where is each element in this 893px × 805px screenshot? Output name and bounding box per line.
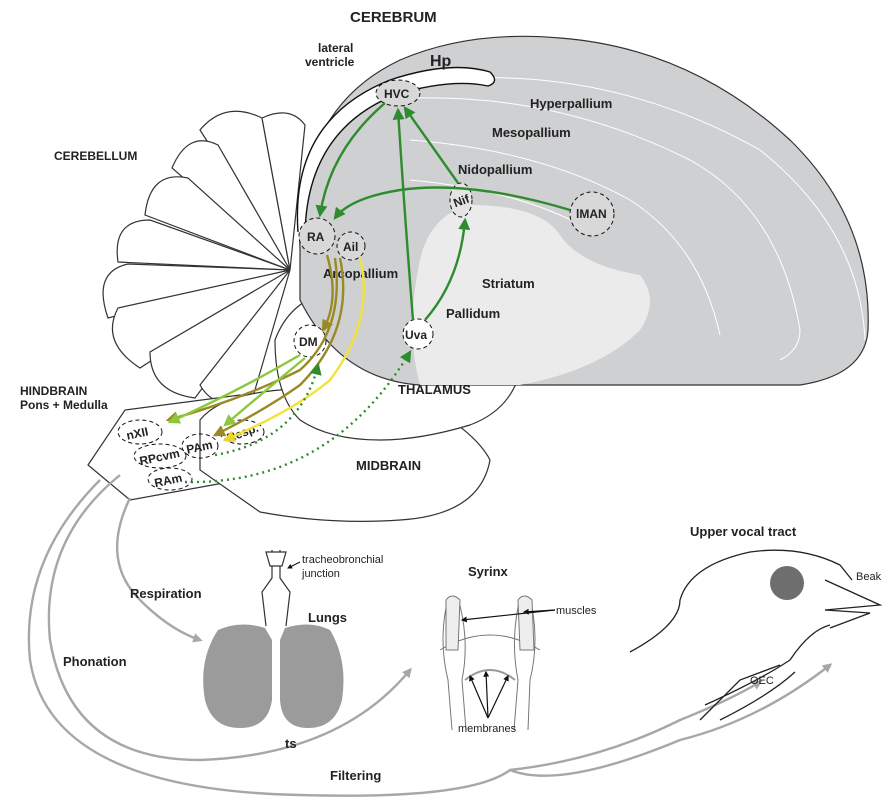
bird-head [630, 550, 880, 720]
ra-label: RA [307, 230, 325, 244]
lman-label: lMAN [576, 207, 607, 221]
tracheo-pointer [288, 562, 300, 568]
left-lung [203, 624, 272, 728]
dm-label: DM [299, 335, 318, 349]
tracheobronchial-label: tracheobronchial [302, 554, 383, 566]
phonation-label: Phonation [63, 654, 127, 669]
respiration-label: Respiration [130, 586, 202, 601]
membranes-pointer-mid [486, 672, 488, 718]
membranes-label: membranes [458, 723, 517, 735]
cerebrum-title: CEREBRUM [350, 9, 437, 26]
thalamus-label: THALAMUS [398, 382, 471, 397]
membranes-pointer-right [488, 676, 508, 718]
hyperpallium-label: Hyperpallium [530, 96, 612, 111]
filtering-label: Filtering [330, 768, 381, 783]
oec-label: OEC [750, 675, 774, 687]
midbrain-label: MIDBRAIN [356, 458, 421, 473]
respiration-arrow [117, 498, 200, 640]
upper-vocal-tract-label: Upper vocal tract [690, 524, 797, 539]
tracheobronchial-junction [266, 552, 286, 566]
mesopallium-label: Mesopallium [492, 125, 571, 140]
beak-label: Beak [856, 571, 882, 583]
ail-label: Ail [343, 240, 358, 254]
junction-label: junction [301, 568, 340, 580]
hindbrain-label: HINDBRAIN [20, 384, 87, 398]
lungs-label: Lungs [308, 610, 347, 625]
arcopallium-label: Arcopallium [323, 266, 398, 281]
striatum-label: Striatum [482, 276, 535, 291]
hvc-label: HVC [384, 87, 410, 101]
nidopallium-label: Nidopallium [458, 162, 532, 177]
hp-label: Hp [430, 53, 452, 70]
head-outline [630, 550, 852, 652]
ts-label: ts [285, 736, 297, 751]
membranes-pointer-left [470, 676, 488, 718]
cerebellum-label: CEREBELLUM [54, 149, 137, 163]
beak-upper [825, 580, 880, 610]
uva-label: Uva [405, 328, 427, 342]
beak-lower [825, 610, 870, 628]
pallidum-label: Pallidum [446, 306, 500, 321]
syrinx-figure [440, 596, 540, 730]
syrinx-pointers [462, 610, 555, 718]
right-lung [280, 624, 344, 728]
muscles-label: muscles [556, 605, 597, 617]
lateral-ventricle-label-2: ventricle [305, 55, 355, 69]
bird-eye [770, 566, 804, 600]
hindbrain-sub-label: Pons + Medulla [20, 398, 108, 412]
syrinx-label: Syrinx [468, 564, 509, 579]
lateral-ventricle-label: lateral [318, 41, 353, 55]
